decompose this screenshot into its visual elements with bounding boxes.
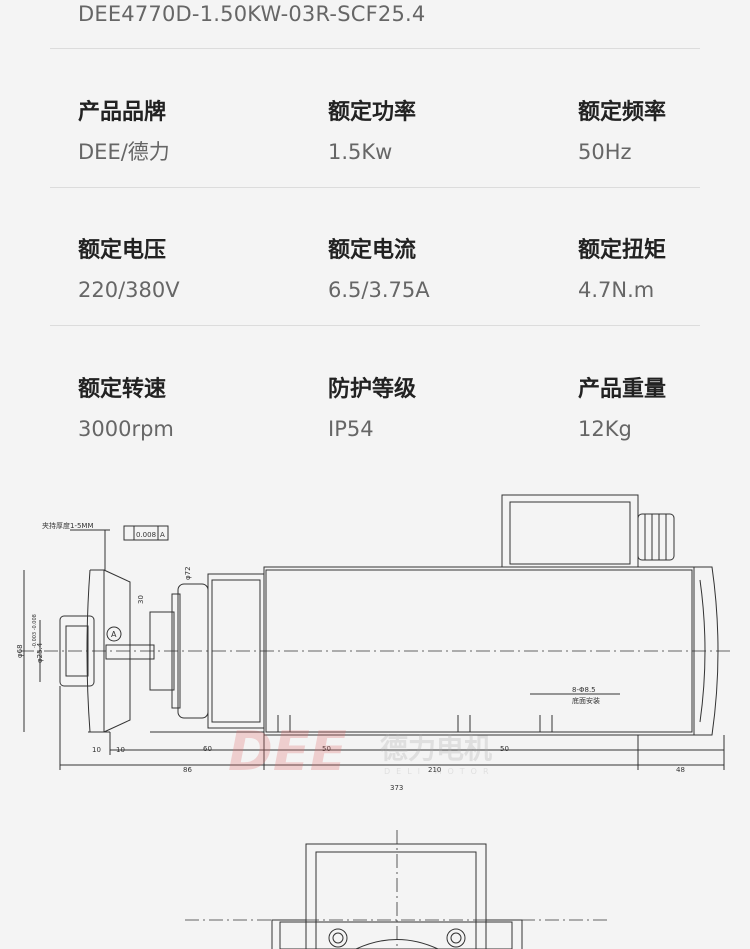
divider <box>50 325 700 326</box>
terminal-box-front <box>305 843 487 949</box>
mount-hole-left <box>328 928 348 948</box>
dim-60: 60 <box>203 745 212 753</box>
spec-label: 额定电压 <box>78 238 167 263</box>
watermark-en: DELI MOTOR <box>384 767 495 776</box>
technical-drawing-side: 夹持厚度1-5MM 0.008 A A φ72 φ68 φ25.4 -0.003… <box>16 494 730 792</box>
technical-drawing-front <box>185 830 610 949</box>
dim-86: 86 <box>183 766 192 774</box>
hole-note: 8-Φ8.5 <box>572 686 596 694</box>
cable-gland <box>637 513 675 561</box>
mount-hole-right <box>446 928 466 948</box>
spec-label: 防护等级 <box>328 377 417 402</box>
dim-210: 210 <box>428 766 441 774</box>
spec-value: 220/380V <box>78 278 180 302</box>
dim-50b: 50 <box>500 745 509 753</box>
spec-value: 12Kg <box>578 417 632 441</box>
spec-value: 6.5/3.75A <box>328 278 430 302</box>
spec-value: 3000rpm <box>78 417 174 441</box>
datum-label: A <box>160 531 165 539</box>
spec-label: 额定扭矩 <box>578 238 667 263</box>
spec-value: 4.7N.m <box>578 278 655 302</box>
divider <box>50 187 700 188</box>
dim-phi72: φ72 <box>184 566 192 580</box>
spec-torque: 额定扭矩 4.7N.m <box>578 236 750 305</box>
dim-phi25: φ25.4 <box>36 642 44 663</box>
spec-weight: 产品重量 12Kg <box>578 375 750 444</box>
model-number: DEE4770D-1.50KW-03R-SCF25.4 <box>78 2 426 26</box>
spec-value: 50Hz <box>578 140 632 164</box>
spec-speed: 额定转速 3000rpm <box>78 375 298 444</box>
spec-label: 额定功率 <box>328 100 417 125</box>
spec-protection: 防护等级 IP54 <box>328 375 548 444</box>
spec-label: 产品重量 <box>578 377 667 402</box>
spec-value: 1.5Kw <box>328 140 393 164</box>
dim-10b: 10 <box>116 746 125 754</box>
dim-48: 48 <box>676 766 685 774</box>
spec-label: 额定转速 <box>78 377 167 402</box>
spec-power: 额定功率 1.5Kw <box>328 98 548 167</box>
dim-phi25-tol: -0.003 -0.008 <box>32 614 38 648</box>
spec-frequency: 额定频率 50Hz <box>578 98 750 167</box>
watermark-logo: DEE <box>228 720 347 783</box>
note-clamp-thickness: 夹持厚度1-5MM <box>42 521 94 530</box>
watermark-cn: 德力电机 <box>380 732 492 765</box>
spec-value: DEE/德力 <box>78 140 170 164</box>
spec-value: IP54 <box>328 417 374 441</box>
tolerance-value: 0.008 <box>136 531 156 539</box>
spec-label: 额定电流 <box>328 238 417 263</box>
spec-label: 额定频率 <box>578 100 667 125</box>
spec-voltage: 额定电压 220/380V <box>78 236 298 305</box>
divider <box>50 48 700 49</box>
detail-circle-label: A <box>111 630 117 639</box>
hole-note-2: 底面安装 <box>572 696 600 705</box>
spec-brand: 产品品牌 DEE/德力 <box>78 98 298 167</box>
spec-label: 产品品牌 <box>78 100 167 125</box>
terminal-box <box>501 494 639 568</box>
dim-373: 373 <box>390 784 403 792</box>
dim-10a: 10 <box>92 746 101 754</box>
dim-50a: 50 <box>322 745 331 753</box>
dim-phi68: φ68 <box>16 644 24 658</box>
spec-current: 额定电流 6.5/3.75A <box>328 236 548 305</box>
dim-30: 30 <box>137 595 145 604</box>
